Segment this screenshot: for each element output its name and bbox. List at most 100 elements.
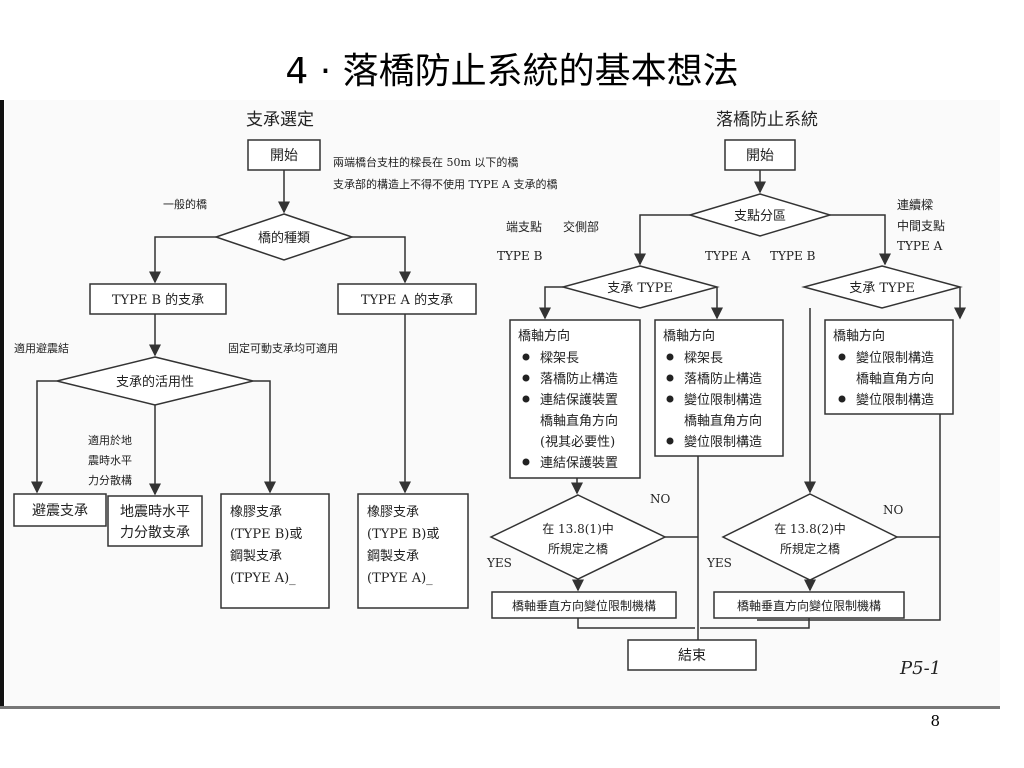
rubber-bearing-1-line-2: (TYPE B)或 [230,527,302,542]
edge-mech2-to-end [700,618,810,629]
left-start-box [247,139,321,171]
box1-item-1: 樑架長 [540,351,579,366]
box1-header: 橋軸方向 [518,328,570,344]
alternating-label: 交側部 [563,219,599,234]
bullet-icon [666,374,674,382]
fixed-movable-label: 固定可動支承均可適用 [228,341,338,355]
distribution-label-2: 震時水平 [88,454,132,467]
requirements-box-2 [654,319,784,457]
box3-item-1: 變位限制構造 [856,350,934,366]
box2-item-5: 變位限制構造 [684,434,762,450]
handwritten-mark: P5-1 [899,658,941,679]
edge-zone-to-type2 [830,214,891,266]
edge-type-to-b [149,236,216,284]
rubber-bearing-1-line-3: 鋼製支承 [230,549,282,564]
type-a-bearing-box [337,283,477,315]
decision-diamond-2 [721,493,899,581]
bearing-usage-label: 支承的活用性 [116,374,194,390]
mechanism-box-1 [491,591,677,619]
box2-header: 橋軸方向 [663,328,715,344]
distribution-label-3: 力分散構 [88,473,132,487]
decision-1-line-1: 在 13.8(1)中 [542,521,614,536]
type-a-bearing-label: TYPE A 的支承 [361,292,453,308]
decision-diamond-1 [489,494,667,580]
mechanism-2-label: 橋軸垂直方向變位限制機構 [737,598,881,613]
decision-1-no-label: NO [650,492,671,506]
bridge-type-label: 橋的種類 [258,230,310,246]
box3-item-3: 變位限制構造 [856,392,934,408]
slide-title: 4 · 落橋防止系統的基本想法 [285,51,739,92]
bullet-icon [666,395,674,403]
support-zone-label: 支點分區 [734,209,786,224]
mechanism-box-2 [713,591,905,619]
rubber-bearing-box-2 [357,493,469,609]
bullet-icon [666,353,674,361]
rubber-bearing-2-line-2: (TYPE B)或 [367,527,439,542]
distribution-bearing-box [107,495,203,547]
edge-box3-to-end [757,414,941,621]
box3-header: 橋軸方向 [833,328,885,344]
right-section-title: 落橋防止系統 [716,110,818,130]
left-start-note-2: 支承部的構造上不得不使用 TYPE A 支承的橋 [333,177,557,191]
bearing-type-1-label: 支承 TYPE [607,281,673,296]
decision-2-no-label: NO [883,503,904,517]
type-b-bearing-label: TYPE B 的支承 [112,292,204,308]
box1-item-4: 橋軸直角方向 [540,413,618,429]
scan-bottom-edge [0,706,1000,709]
seismic-isolation-label: 適用避震結 [14,341,69,355]
continuous-label-1: 連續樑 [897,197,933,212]
requirements-box-1 [509,319,641,479]
page-number: 8 [930,712,940,730]
edge-usage-to-rubber [253,380,276,494]
left-section-title: 支承選定 [246,110,314,130]
decision-1-yes-label: YES [486,556,512,570]
rubber-bearing-box-1 [220,493,330,609]
box2-item-4: 橋軸直角方向 [684,413,762,429]
edge-type1-to-box1 [539,286,563,320]
type-b-bearing-box [89,283,227,315]
end-label: 結束 [678,648,706,664]
decision-2-line-2: 所規定之橋 [780,541,840,556]
distribution-label-1: 適用於地 [88,433,132,447]
distribution-bearing-line-2: 力分散支承 [120,525,190,541]
continuous-label-3: TYPE A [897,239,943,253]
support-zone-diamond [687,193,833,237]
box1-item-5: (視其必要性) [540,435,615,450]
bullet-icon [522,353,530,361]
isolation-bearing-box [13,493,107,527]
bullet-icon [522,395,530,403]
bearing-type-2-label: 支承 TYPE [849,281,915,296]
rubber-bearing-2-line-3: 鋼製支承 [367,549,419,564]
edge-usage-to-isolation [31,380,57,494]
left-start-label: 開始 [270,148,298,164]
bearing-type-diamond-2 [801,265,963,309]
bullet-icon [666,437,674,445]
rubber-bearing-1-line-1: 橡膠支承 [230,505,282,520]
general-bridge-label: 一般的橋 [163,197,207,211]
continuous-label-2: 中間支點 [897,218,945,233]
box1-item-3: 連結保護裝置 [540,392,618,408]
right-start-label: 開始 [746,148,774,164]
end-box [627,639,757,671]
end-support-label: 端支點 [506,220,542,234]
box2-item-2: 落橋防止構造 [684,371,762,387]
mechanism-1-label: 橋軸垂直方向變位限制機構 [512,598,656,613]
edge-mech1-to-end [577,618,695,629]
decision-1-line-2: 所規定之橋 [548,541,608,556]
decision-2-line-1: 在 13.8(2)中 [774,521,846,536]
type-b2-label: TYPE B [770,249,816,263]
rubber-bearing-2-line-4: (TPYE A)_ [367,571,433,586]
edge-type-to-a [352,236,411,284]
rubber-bearing-2-line-1: 橡膠支承 [367,505,419,520]
type-a-label: TYPE A [705,249,751,263]
box3-item-2: 橋軸直角方向 [856,371,934,387]
type-b-label: TYPE B [497,249,543,263]
box2-item-3: 變位限制構造 [684,392,762,408]
bullet-icon [522,374,530,382]
bullet-icon [838,395,846,403]
isolation-bearing-label: 避震支承 [32,503,88,519]
distribution-bearing-line-1: 地震時水平 [120,504,190,520]
left-start-note-1: 兩端橋台支柱的樑長在 50m 以下的橋 [333,155,518,169]
bridge-type-diamond [213,213,355,261]
